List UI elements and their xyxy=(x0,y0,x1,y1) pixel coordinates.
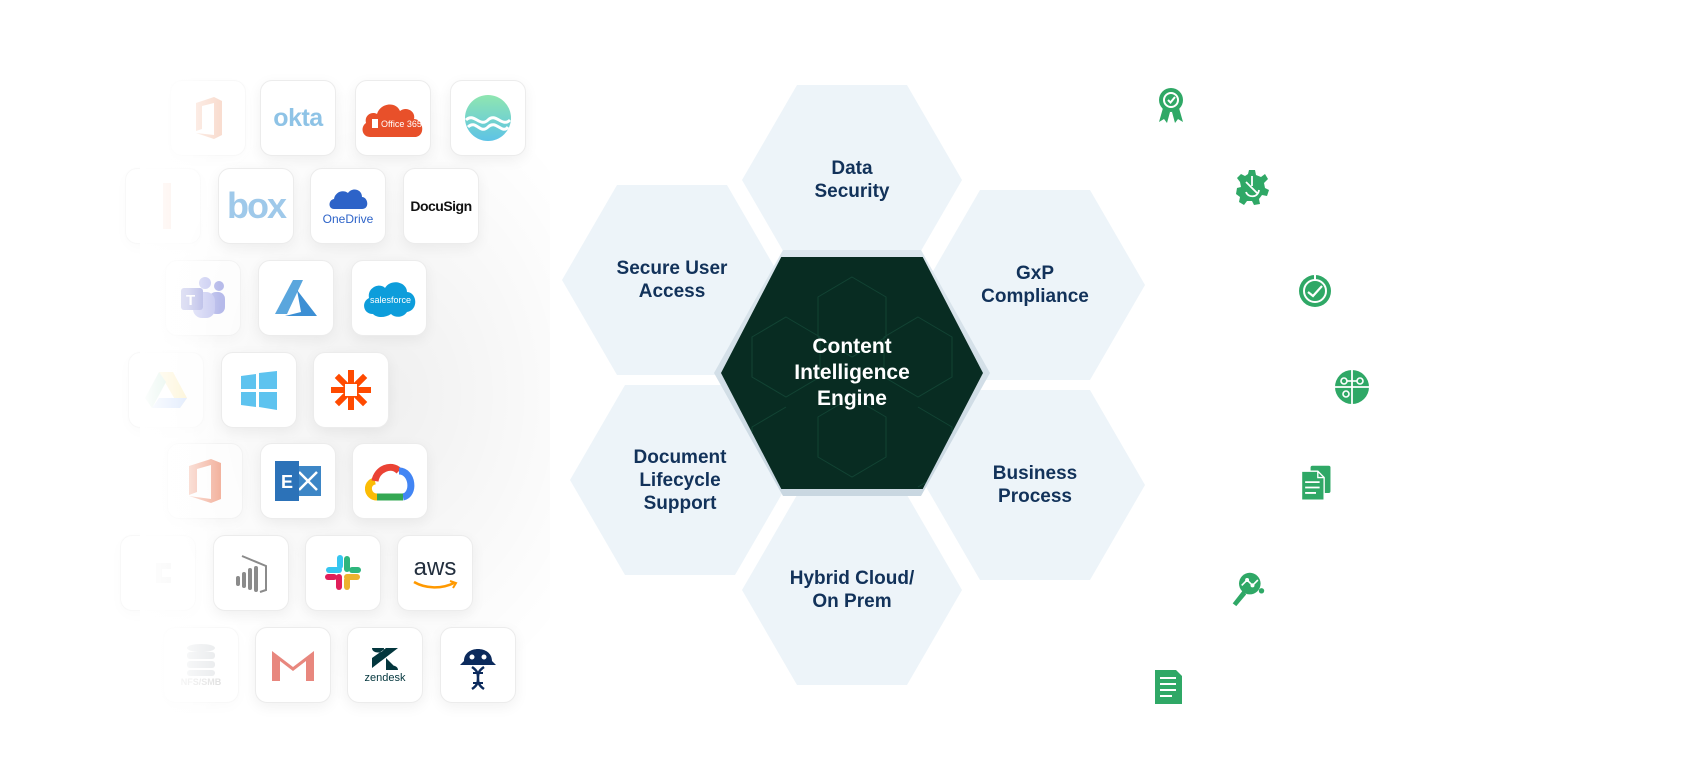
tile-office365[interactable]: Office 365 xyxy=(355,80,431,156)
svg-text:Office 365: Office 365 xyxy=(381,119,422,129)
hex-hybrid-cloud[interactable]: Hybrid Cloud/ On Prem xyxy=(742,495,962,685)
svg-text:E: E xyxy=(281,472,293,492)
docusign-logo: DocuSign xyxy=(410,198,472,214)
windows-logo xyxy=(241,371,277,410)
core-label: Content Intelligence Engine xyxy=(794,335,910,410)
gmail-logo xyxy=(272,651,314,681)
tile-okta[interactable]: okta xyxy=(260,80,336,156)
analytics-search-icon xyxy=(1232,572,1265,607)
tile-office-faded[interactable] xyxy=(170,80,246,156)
zapier-logo xyxy=(331,370,371,410)
tile-waves[interactable] xyxy=(450,80,526,156)
aws-logo: aws xyxy=(413,554,457,581)
hex-data-security[interactable]: Data Security xyxy=(742,85,962,275)
office-icon xyxy=(196,97,222,139)
gear-science-icon xyxy=(1236,170,1269,205)
documents-icon xyxy=(1300,465,1331,501)
tile-exchange[interactable]: E xyxy=(260,443,336,519)
office-logo xyxy=(189,459,221,503)
hex-label: Document Lifecycle Support xyxy=(633,446,727,514)
onedrive-logo xyxy=(329,189,368,209)
tile-box[interactable]: box xyxy=(218,168,294,244)
tile-office[interactable] xyxy=(167,443,243,519)
red-app-icon xyxy=(163,183,171,229)
tile-faded-c[interactable] xyxy=(120,535,196,611)
hex-label: GxP Compliance xyxy=(981,263,1089,307)
teams-logo: T xyxy=(181,277,225,318)
zendesk-logo xyxy=(372,648,398,670)
box-logo: box xyxy=(226,185,287,226)
exchange-logo: E xyxy=(275,461,321,501)
aws-smile-icon xyxy=(413,580,458,589)
tile-gmail[interactable] xyxy=(255,627,331,703)
waves-logo xyxy=(464,95,512,141)
award-ribbon-icon xyxy=(1159,88,1183,123)
tile-aws[interactable]: aws xyxy=(397,535,473,611)
tile-powerbi[interactable] xyxy=(213,535,289,611)
tile-onedrive[interactable]: OneDrive xyxy=(310,168,386,244)
slack-logo xyxy=(325,555,361,590)
globe-network-icon xyxy=(1335,370,1369,404)
hex-label: Data Security xyxy=(814,158,890,202)
check-clock-icon xyxy=(1299,275,1331,307)
list-document-icon xyxy=(1155,670,1182,704)
svg-text:salesforce: salesforce xyxy=(370,295,411,305)
tile-slack[interactable] xyxy=(305,535,381,611)
azure-logo xyxy=(275,280,317,316)
database-icon xyxy=(187,644,215,676)
okta-logo: okta xyxy=(273,103,323,132)
tile-zapier[interactable] xyxy=(313,352,389,428)
tile-docusign[interactable]: DocuSign xyxy=(403,168,479,244)
nfs-smb-label: NFS/SMB xyxy=(180,677,222,687)
powerbi-logo xyxy=(236,555,267,593)
tile-nfs-smb[interactable]: NFS/SMB xyxy=(163,627,239,703)
hex-label: Business Process xyxy=(992,463,1078,507)
tile-windows[interactable] xyxy=(221,352,297,428)
tile-azure[interactable] xyxy=(258,260,334,336)
core-hex-content-intelligence-engine[interactable]: Content Intelligence Engine xyxy=(721,257,983,489)
tile-teams[interactable]: T xyxy=(165,260,241,336)
svg-text:T: T xyxy=(186,292,195,309)
tile-bio-robot[interactable] xyxy=(440,627,516,703)
office365-logo: Office 365 xyxy=(362,104,423,137)
bio-robot-logo xyxy=(460,649,496,691)
tile-salesforce[interactable]: salesforce xyxy=(351,260,427,336)
faded-c-icon xyxy=(156,563,171,583)
onedrive-label: OneDrive xyxy=(322,211,374,226)
tile-google-drive[interactable] xyxy=(128,352,204,428)
tile-red-app-faded[interactable] xyxy=(125,168,201,244)
hex-label: Secure User Access xyxy=(616,258,728,302)
google-drive-logo xyxy=(145,372,187,408)
google-cloud-logo xyxy=(365,463,415,501)
tile-google-cloud[interactable] xyxy=(352,443,428,519)
hex-pattern-decoration xyxy=(751,276,953,488)
salesforce-logo: salesforce xyxy=(364,282,416,317)
zendesk-label: zendesk xyxy=(364,672,406,684)
tile-zendesk[interactable]: zendesk xyxy=(347,627,423,703)
hex-label: Hybrid Cloud/ On Prem xyxy=(789,568,915,612)
